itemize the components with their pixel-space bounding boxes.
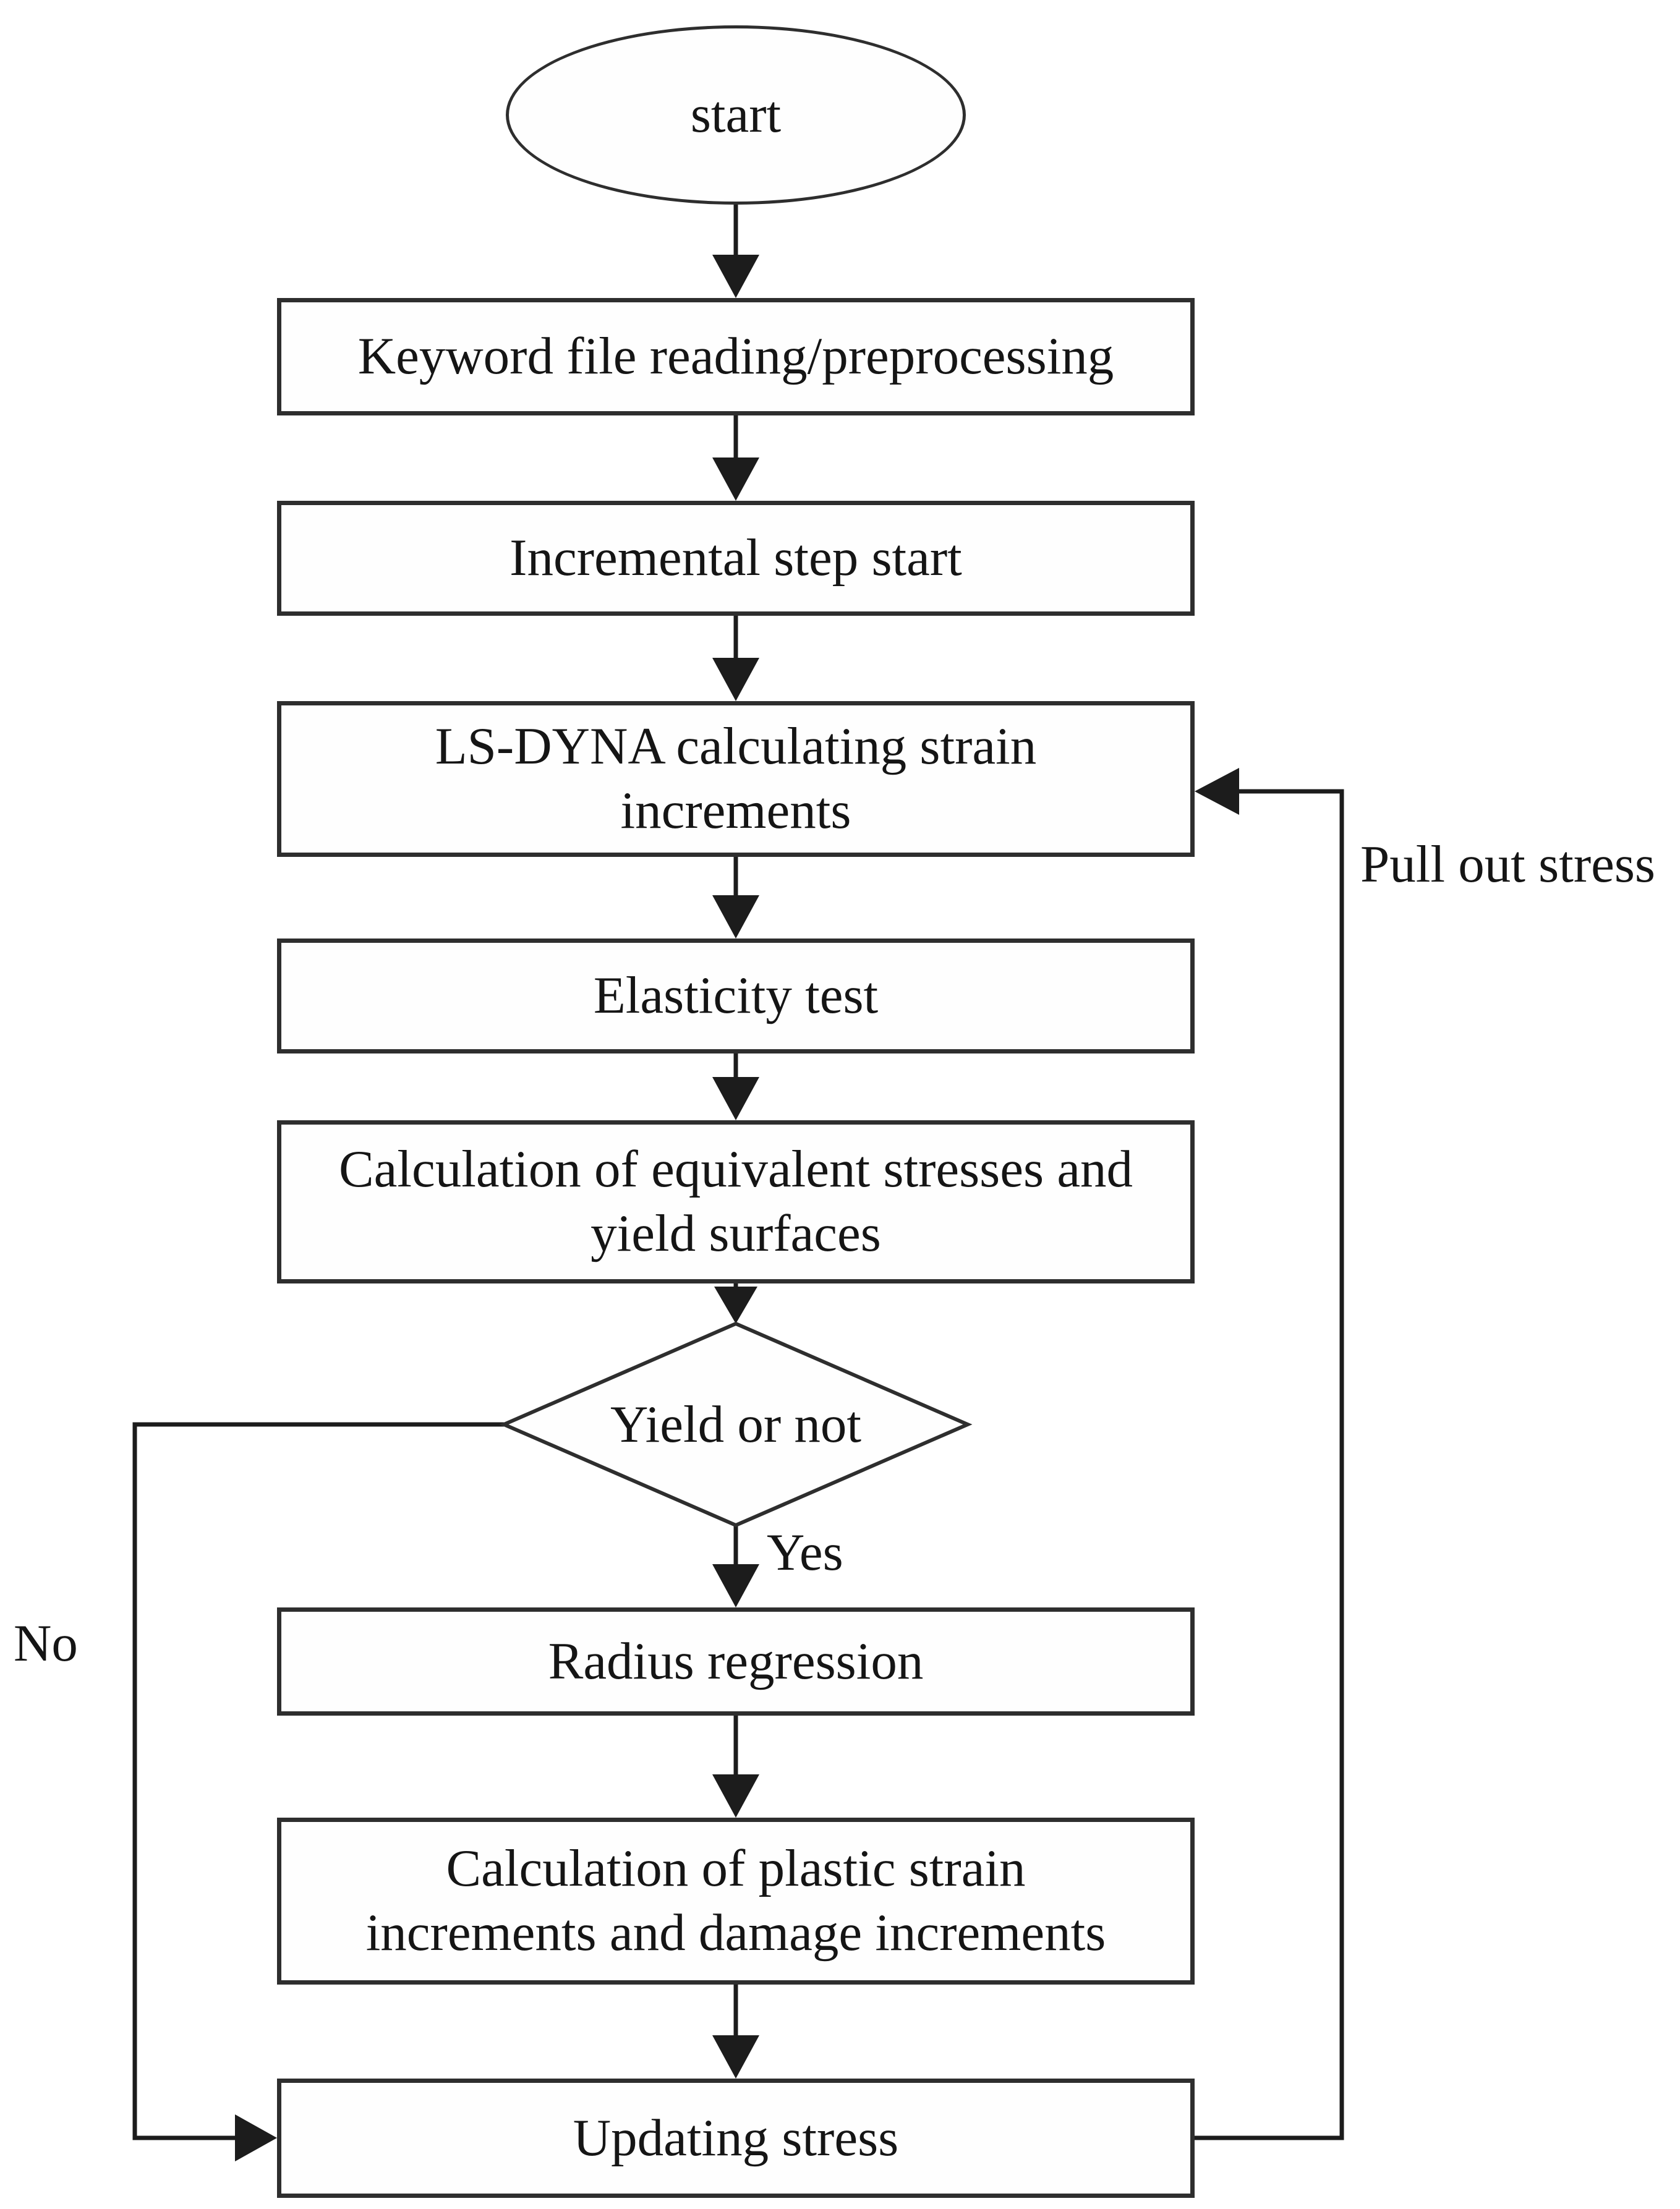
node-lsdyna-label: LS-DYNA calculating strain increments [435, 717, 1037, 840]
edge-label-pull-out-stress: Pull out stress [1360, 835, 1656, 893]
node-radius-regression: Radius regression [277, 1607, 1195, 1716]
node-updating-stress: Updating stress [277, 2079, 1195, 2198]
node-updating-label: Updating stress [573, 2108, 899, 2167]
node-yield-decision: Yield or not [504, 1390, 968, 1459]
node-plastic-label: Calculation of plastic strain increments… [365, 1839, 1106, 1962]
arrowhead-to-equivalent [712, 1077, 759, 1120]
feedback-path-line [1195, 789, 1344, 2140]
node-equivalent-label: Calculation of equivalent stresses and y… [338, 1140, 1133, 1262]
edge-label-yes: Yes [767, 1523, 843, 1581]
decision-diamond-shape [499, 1321, 973, 1528]
edge-label-no: No [14, 1614, 78, 1672]
arrowhead-to-updating [712, 2035, 759, 2079]
node-keyword-file-reading: Keyword file reading/preprocessing [277, 298, 1195, 415]
arrowhead-to-yield [714, 1287, 757, 1324]
node-equivalent-stresses: Calculation of equivalent stresses and y… [277, 1120, 1195, 1283]
node-lsdyna-strain-increments: LS-DYNA calculating strain increments [277, 701, 1195, 857]
node-keyword-label: Keyword file reading/preprocessing [357, 327, 1114, 386]
arrowhead-to-plastic [712, 1774, 759, 1818]
no-path-line [132, 1422, 504, 2140]
arrowhead-to-lsdyna [712, 658, 759, 701]
node-incremental-label: Incremental step start [510, 529, 962, 587]
node-start: start [506, 25, 966, 205]
node-plastic-strain-increments: Calculation of plastic strain increments… [277, 1818, 1195, 1985]
arrowhead-feedback-to-lsdyna [1195, 768, 1239, 815]
node-elasticity-test: Elasticity test [277, 939, 1195, 1053]
node-radius-label: Radius regression [548, 1632, 924, 1690]
node-start-label: start [690, 85, 782, 144]
node-yield-label: Yield or not [610, 1395, 862, 1454]
node-elasticity-label: Elasticity test [593, 966, 879, 1025]
arrowhead-to-keyword [712, 255, 759, 298]
arrowhead-to-elasticity [712, 895, 759, 939]
arrowhead-to-radius [712, 1564, 759, 1607]
node-incremental-step-start: Incremental step start [277, 501, 1195, 616]
arrowhead-no-to-updating [235, 2114, 277, 2161]
arrowhead-to-incremental [712, 458, 759, 501]
